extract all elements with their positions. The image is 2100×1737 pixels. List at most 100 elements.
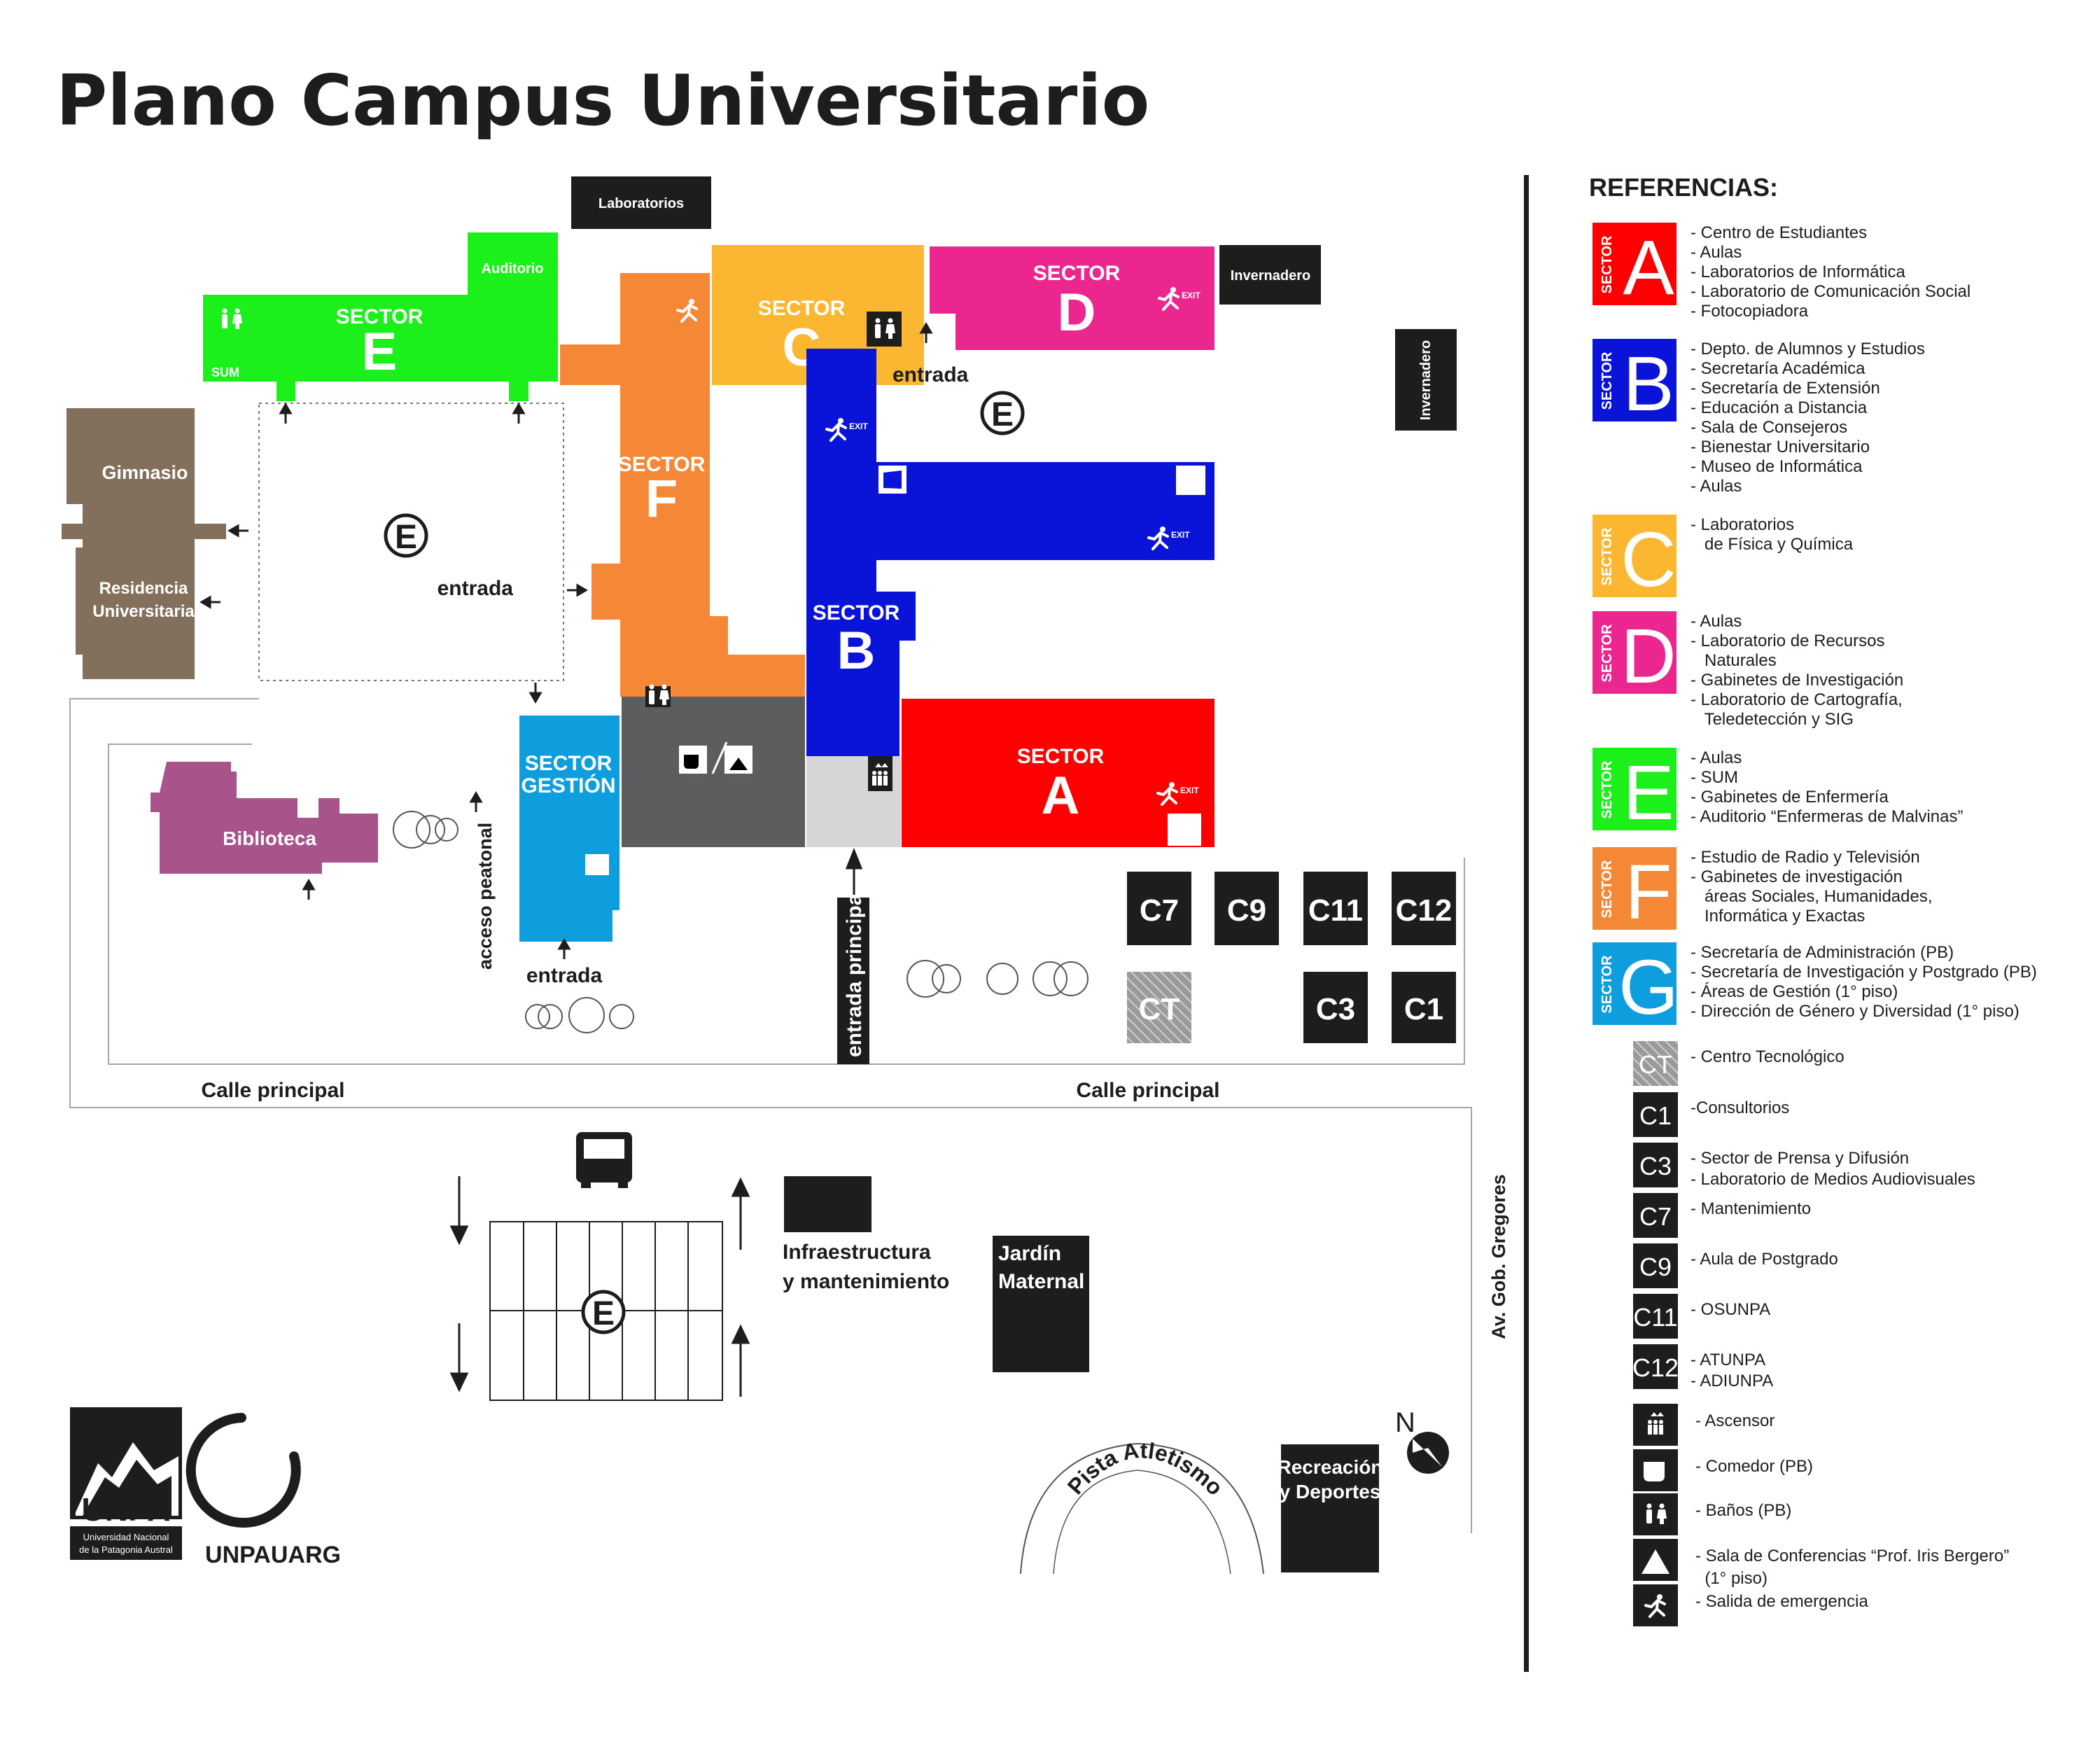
legend-item-text: - Auditorio “Enfermeras de Malvinas” <box>1690 807 1963 826</box>
legend-item-text: - Laboratorio de Comunicación Social <box>1690 282 1970 301</box>
sector-c-word: SECTOR <box>758 297 846 320</box>
legend-item-text: - Gabinetes de Enfermería <box>1690 788 1889 807</box>
legend-code-label: C12 <box>1632 1353 1679 1382</box>
legend-item-text: - Centro Tecnológico <box>1690 1047 1844 1066</box>
recreacion-building[interactable] <box>1281 1444 1379 1572</box>
gimnasio-building[interactable] <box>62 408 226 547</box>
biblioteca-label: Biblioteca <box>223 828 316 849</box>
recreacion-label-2: y Deportes <box>1280 1481 1381 1502</box>
sector-e-letter: E <box>362 322 398 382</box>
consultorio-c1[interactable]: C1 <box>1392 972 1456 1043</box>
legend-divider <box>1524 175 1529 1672</box>
residencia-building[interactable] <box>76 547 195 679</box>
consultorio-c9[interactable]: C9 <box>1214 872 1279 945</box>
legend-item-text: - Gabinetes de investigación <box>1690 867 1903 886</box>
legend-sector-letter: C <box>1620 517 1676 603</box>
svg-text:SECTOR: SECTOR <box>1600 527 1615 586</box>
legend-code-ct: CT- Centro Tecnológico <box>1633 1041 1844 1086</box>
legend-sector-letter: A <box>1623 225 1674 311</box>
restroom-box-a <box>1168 814 1201 846</box>
entrada-principal-banner[interactable] <box>837 898 869 1064</box>
consultorio-c12[interactable]: C12 <box>1392 872 1456 945</box>
legend-item-text: - Secretaría de Administración (PB) <box>1690 943 1954 962</box>
legend-item-text: - Laboratorio de Cartografía, <box>1690 690 1903 709</box>
page-title: Plano Campus Universitario <box>56 60 1149 141</box>
sector-a-building[interactable] <box>902 699 1214 847</box>
gimnasio-label: Gimnasio <box>102 462 188 483</box>
calle-principal-label: Calle principal <box>201 1079 344 1102</box>
road-outlines <box>69 403 1472 1533</box>
laboratorios-building[interactable] <box>571 176 711 229</box>
direction-arrows <box>200 322 933 1397</box>
svg-text:C7: C7 <box>1140 893 1179 928</box>
centro-tecnologico[interactable]: CT <box>1127 972 1191 1043</box>
legend-item-text: Naturales <box>1690 651 1777 670</box>
svg-text:C11: C11 <box>1308 893 1363 928</box>
legend-item-text: - Laboratorios <box>1690 515 1794 534</box>
legend-item-text: - Aulas <box>1690 612 1742 631</box>
legend-item-text: - Aulas <box>1690 243 1742 262</box>
sector-f-building[interactable] <box>560 273 805 697</box>
invernadero-building-2[interactable] <box>1395 329 1457 431</box>
sector-gestion-building[interactable] <box>519 716 620 942</box>
sum-label: SUM <box>211 365 239 379</box>
legend-item-text: - Secretaría de Extensión <box>1690 379 1880 398</box>
sector-d-letter: D <box>1058 283 1096 342</box>
consultorio-c7[interactable]: C7 <box>1127 872 1191 945</box>
legend-sector-letter: B <box>1623 341 1674 427</box>
legend-code-label: C7 <box>1639 1202 1672 1231</box>
sector-a-letter: A <box>1042 766 1080 825</box>
svg-text:C9: C9 <box>1227 893 1266 928</box>
invernadero-label-1: Invernadero <box>1231 268 1310 284</box>
sector-b-letter: B <box>837 621 876 681</box>
svg-text:UNPA: UNPA <box>82 1491 171 1528</box>
legend-code-label: C1 <box>1639 1101 1672 1130</box>
legend-item-text: - Aula de Postgrado <box>1690 1250 1838 1269</box>
acceso-peatonal-label: acceso peatonal <box>475 823 496 970</box>
unpa-logo: UNPA Universidad Nacional de la Patagoni… <box>70 1407 182 1570</box>
auditorio-label: Auditorio <box>482 261 544 277</box>
legend-title: REFERENCIAS: <box>1589 173 1778 202</box>
sector-d-building[interactable] <box>930 246 1214 350</box>
calle-principal-label: Calle principal <box>1076 1079 1219 1102</box>
jardin-maternal-building[interactable] <box>993 1236 1089 1372</box>
jardin-label-1: Jardín <box>998 1242 1061 1265</box>
sector-e-building[interactable] <box>203 232 558 401</box>
svg-text:SECTOR: SECTOR <box>1600 760 1615 819</box>
biblioteca-building[interactable] <box>150 762 378 874</box>
legend-item-text: - Sala de Conferencias “Prof. Iris Berge… <box>1695 1547 2009 1565</box>
sector-b-building[interactable] <box>806 349 1214 756</box>
svg-text:SECTOR: SECTOR <box>1600 624 1615 683</box>
legend-sector-letter: F <box>1625 849 1672 935</box>
legend-item-text: de Física y Química <box>1690 535 1854 554</box>
svg-text:C1: C1 <box>1404 992 1443 1026</box>
infraestructura-building[interactable] <box>784 1176 872 1232</box>
legend-item-text: - SUM <box>1690 768 1738 787</box>
consultorio-c3[interactable]: C3 <box>1303 972 1368 1043</box>
legend-item-text: - Educación a Distancia <box>1690 398 1868 417</box>
legend-code-c11: C11- OSUNPA <box>1633 1294 1770 1339</box>
legend-code-c3: C3- Sector de Prensa y Difusión- Laborat… <box>1633 1143 1975 1189</box>
gestion-line-1: SECTOR <box>525 752 612 775</box>
legend-conference-icon: - Sala de Conferencias “Prof. Iris Berge… <box>1633 1539 2009 1588</box>
pista-atletismo <box>1020 1442 1264 1575</box>
invernadero-building-1[interactable] <box>1219 245 1321 305</box>
legend-item-text: - ADIUNPA <box>1690 1372 1773 1390</box>
jardin-label-2: Maternal <box>998 1270 1084 1293</box>
legend-sector-letter: G <box>1618 944 1679 1031</box>
unpauarg-logo: UNPAUARG <box>186 1413 341 1568</box>
emergency-exit-icon: EXIT <box>1158 286 1200 311</box>
consultorio-c11[interactable]: C11 <box>1303 872 1368 945</box>
legend-item-text: - ATUNPA <box>1690 1351 1765 1369</box>
legend-sector-c: SECTOR C - Laboratorios de Física y Químic… <box>1592 515 1854 603</box>
legend-emergency-exit-icon: - Salida de emergencia <box>1633 1584 1868 1626</box>
legend-code-c9: C9- Aula de Postgrado <box>1633 1243 1838 1288</box>
av-gregores-label: Av. Gob. Gregores <box>1488 1174 1509 1339</box>
north-compass-icon: N <box>1395 1407 1449 1474</box>
infraestructura-label-1: Infraestructura <box>783 1241 931 1264</box>
pista-label: Pista Atletismo <box>1063 1437 1228 1500</box>
invernadero-label-2: Invernadero <box>1418 340 1434 420</box>
sector-b-word: SECTOR <box>813 601 900 625</box>
legend-item-text: - Museo de Informática <box>1690 457 1863 476</box>
